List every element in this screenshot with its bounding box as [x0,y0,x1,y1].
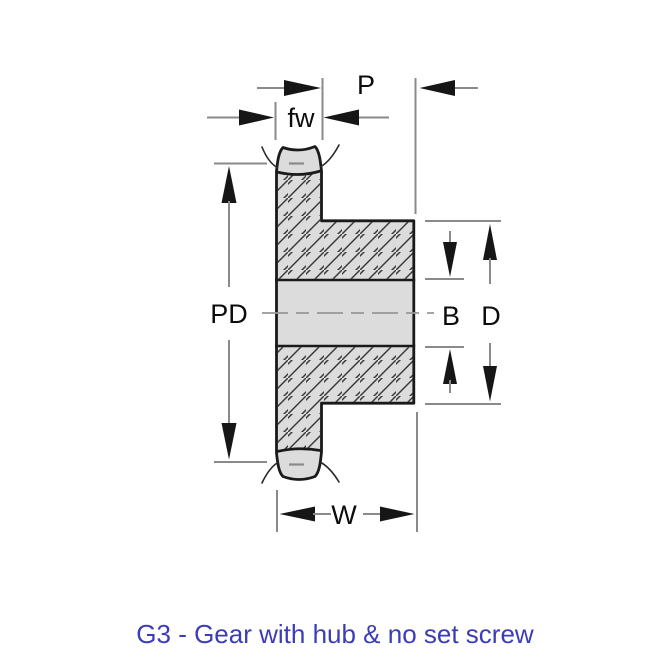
hatch-upper-region [277,174,413,279]
pitch-diameter-dimension: PD [210,162,267,463]
width-arrowhead-left [279,506,315,522]
bore-arrowhead-up [443,349,457,384]
pitch-diameter-label: PD [210,299,248,329]
top-tooth-root-curve [275,169,322,176]
face-width-arrowhead-left [239,109,274,126]
hub-diameter-arrowhead-down [483,366,497,402]
width-label: W [331,500,357,530]
pitch-arrowhead-right [419,80,455,96]
caption-text: G3 - Gear with hub & no set screw [136,619,534,649]
face-width-label: fw [288,103,316,133]
bore-label: B [442,301,460,331]
width-dimension: W [276,412,418,532]
bore-dimension: B [425,231,464,393]
adjacent-tooth-arc-top-left [261,146,278,169]
bottom-tooth-root-curve [275,447,322,453]
face-width-dimension: fw [207,102,389,140]
width-arrowhead-right [380,506,415,522]
hub-diameter-label: D [481,301,501,331]
adjacent-tooth-arc-top-right [320,144,340,168]
gear-cross-section [261,144,434,484]
hub-diameter-dimension: D [425,220,501,405]
pitch-diameter-arrowhead-down [221,423,237,460]
pitch-arrowhead-left [284,80,321,96]
hatch-lower-region [277,347,413,450]
pitch-label: P [357,70,375,100]
hub-diameter-arrowhead-up [483,224,497,260]
face-width-arrowhead-right [323,109,359,126]
bore-arrowhead-down [443,242,457,277]
adjacent-tooth-arc-bottom-right [320,461,340,483]
adjacent-tooth-arc-bottom-left [261,462,278,484]
pitch-dimension: P [257,70,478,214]
pitch-diameter-arrowhead-up [221,166,237,203]
